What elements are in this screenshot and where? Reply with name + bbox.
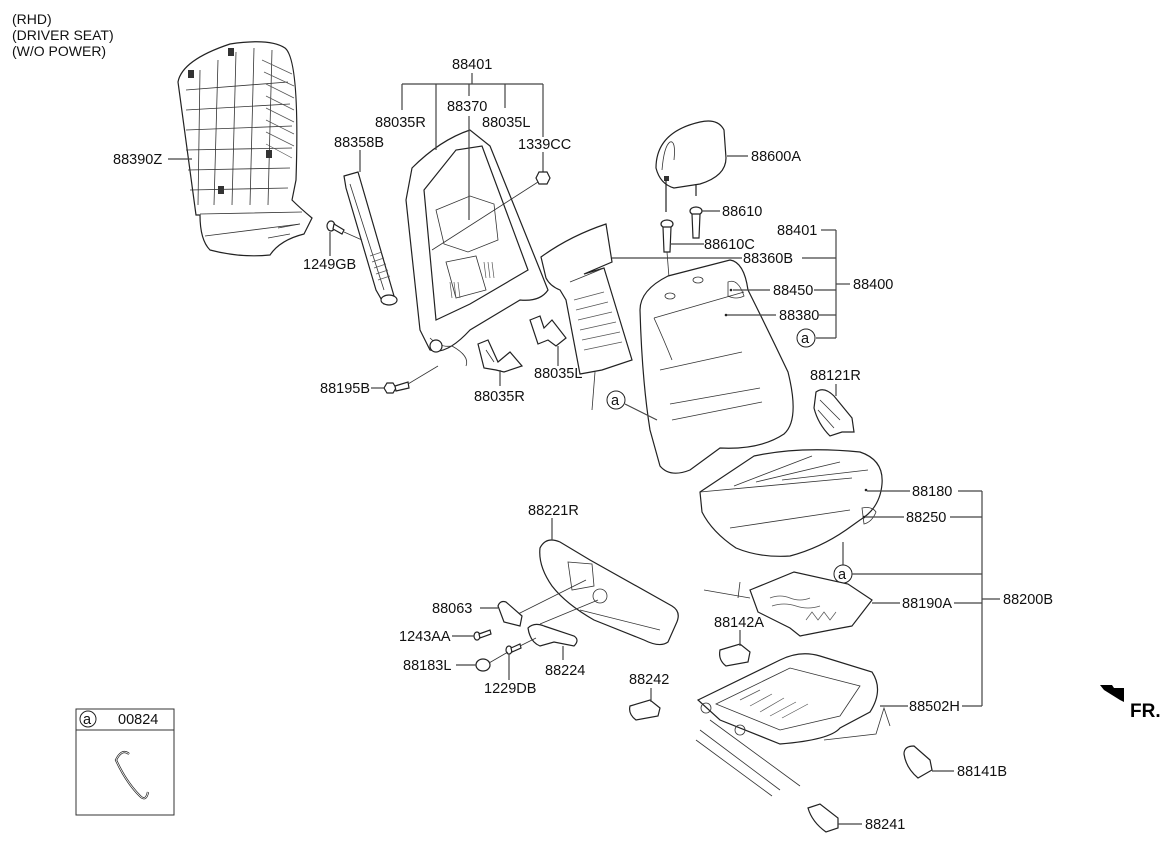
callout-88035R-bot[interactable]: 88035R <box>474 389 525 405</box>
legend-box: a 00824 <box>75 708 175 816</box>
callout-88390Z[interactable]: 88390Z <box>113 152 162 168</box>
callout-88400[interactable]: 88400 <box>853 277 893 293</box>
legend-ref-circle <box>79 710 97 728</box>
callout-88242[interactable]: 88242 <box>629 672 669 688</box>
part-88221R-side-shield[interactable] <box>517 539 679 646</box>
callout-1243AA[interactable]: 1243AA <box>399 629 451 645</box>
legend-part-number[interactable]: 00824 <box>118 712 158 728</box>
callout-88241[interactable]: 88241 <box>865 817 905 833</box>
legend-ref-letter: a <box>83 712 92 728</box>
callout-88035L-top[interactable]: 88035L <box>482 115 530 131</box>
ref-marker-a-backrest[interactable]: a <box>606 390 626 410</box>
callout-88141B[interactable]: 88141B <box>957 764 1007 780</box>
note-rhd: (RHD) <box>12 11 52 27</box>
part-88121R-trim-cover[interactable] <box>813 389 855 437</box>
bracket-88401-top <box>401 73 544 220</box>
part-1339CC-nut[interactable] <box>431 171 551 251</box>
callout-88380[interactable]: 88380 <box>779 308 819 324</box>
callout-88360B[interactable]: 88360B <box>743 251 793 267</box>
part-88141B-cover[interactable] <box>903 745 933 779</box>
part-88035L-bracket[interactable] <box>529 315 567 347</box>
callout-1249GB[interactable]: 1249GB <box>303 257 356 273</box>
part-88390Z-back-panel[interactable] <box>177 41 313 257</box>
part-88183L-cap[interactable] <box>475 651 509 672</box>
bracket-88400 <box>814 229 850 339</box>
callout-88370[interactable]: 88370 <box>447 99 487 115</box>
note-driver-seat: (DRIVER SEAT) <box>12 27 114 43</box>
part-1229DB-screw[interactable] <box>505 637 537 655</box>
callout-88401-right[interactable]: 88401 <box>777 223 817 239</box>
svg-text:a: a <box>611 393 620 409</box>
callout-88063[interactable]: 88063 <box>432 601 472 617</box>
bracket-88200B <box>950 490 1000 707</box>
part-88380-backrest-cover[interactable] <box>639 259 794 474</box>
part-88035R-bracket[interactable] <box>477 339 524 373</box>
callout-88610[interactable]: 88610 <box>722 204 762 220</box>
callout-88600A[interactable]: 88600A <box>751 149 801 165</box>
part-88190A-heater-mat[interactable] <box>703 571 873 637</box>
part-88180-cushion-cover[interactable] <box>699 449 883 557</box>
callout-88180[interactable]: 88180 <box>912 484 952 500</box>
part-88370-backrest-frame[interactable] <box>405 129 549 367</box>
callout-88183L[interactable]: 88183L <box>403 658 451 674</box>
header-notes: (RHD) (DRIVER SEAT) (W/O POWER) <box>12 11 114 59</box>
part-88502H-seat-frame[interactable] <box>695 653 891 797</box>
ref-marker-a-88400[interactable]: a <box>796 328 816 348</box>
callout-88035L-bot[interactable]: 88035L <box>534 366 582 382</box>
callout-1229DB[interactable]: 1229DB <box>484 681 536 697</box>
svg-text:a: a <box>801 331 810 347</box>
callout-88221R[interactable]: 88221R <box>528 503 579 519</box>
callout-88450[interactable]: 88450 <box>773 283 813 299</box>
part-88360B-backrest-pad[interactable] <box>540 223 633 411</box>
callout-88502H[interactable]: 88502H <box>909 699 960 715</box>
callout-88610C[interactable]: 88610C <box>704 237 755 253</box>
callout-88200B[interactable]: 88200B <box>1003 592 1053 608</box>
part-88358B-trim-strip[interactable] <box>343 171 398 306</box>
callout-88035R-top[interactable]: 88035R <box>375 115 426 131</box>
front-direction-arrow-icon <box>1100 685 1124 702</box>
front-direction-label: FR. <box>1130 701 1161 722</box>
part-88063-knob[interactable] <box>497 600 523 627</box>
part-88142A-cover[interactable] <box>719 643 751 667</box>
front-direction-indicator: FR. <box>1100 685 1161 722</box>
callout-88401-top[interactable]: 88401 <box>452 57 492 73</box>
ref-marker-a-cushion[interactable]: a <box>833 564 853 584</box>
callout-88195B[interactable]: 88195B <box>320 381 370 397</box>
callout-88224[interactable]: 88224 <box>545 663 585 679</box>
callout-88250[interactable]: 88250 <box>906 510 946 526</box>
part-1249GB-bolt[interactable] <box>326 220 363 241</box>
callout-88142A[interactable]: 88142A <box>714 615 764 631</box>
callout-1339CC[interactable]: 1339CC <box>518 137 571 153</box>
part-88195B-bolt[interactable] <box>383 365 439 394</box>
part-88242-cover[interactable] <box>629 699 661 721</box>
note-wo-power: (W/O POWER) <box>12 43 106 59</box>
part-88610C-guide[interactable] <box>660 219 674 291</box>
svg-text:a: a <box>838 567 847 583</box>
part-88600A-headrest[interactable] <box>655 120 727 212</box>
callout-88190A[interactable]: 88190A <box>902 596 952 612</box>
part-88241-cover[interactable] <box>807 803 839 833</box>
part-88224-lever[interactable] <box>527 623 578 647</box>
callout-88121R[interactable]: 88121R <box>810 368 861 384</box>
callout-88358B[interactable]: 88358B <box>334 135 384 151</box>
part-88610-guide[interactable] <box>689 206 703 239</box>
part-1243AA-screw[interactable] <box>473 629 492 641</box>
